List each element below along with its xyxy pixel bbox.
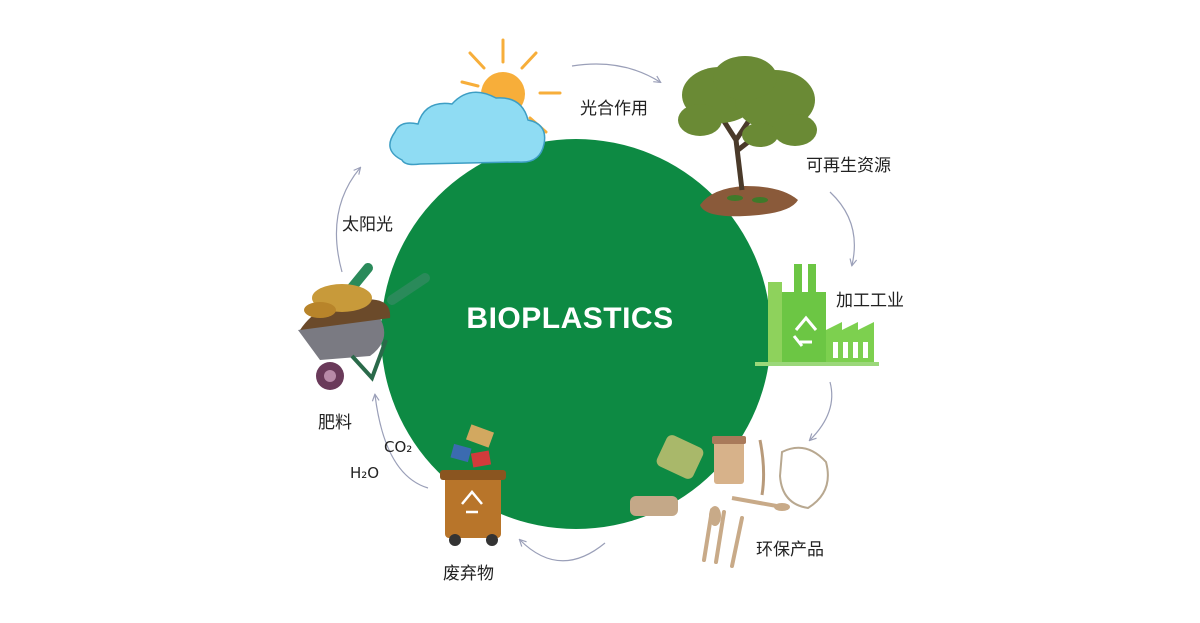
label-photosynthesis: 光合作用: [580, 99, 648, 119]
label-waste: 废弃物: [443, 564, 494, 584]
label-renewable-resources: 可再生资源: [806, 156, 891, 176]
label-sunlight: 太阳光: [342, 215, 393, 235]
label-co2: CO₂: [384, 438, 413, 456]
arrow-tree-to-factory: [829, 191, 854, 265]
wheelbarrow-icon: [298, 263, 430, 390]
label-eco-products: 环保产品: [756, 540, 824, 560]
label-fertilizer: 肥料: [318, 413, 352, 433]
center-label: BIOPLASTICS: [466, 302, 674, 335]
arrow-photosynthesis-to-tree: [571, 63, 660, 82]
cloud-icon: [389, 91, 546, 166]
eco-products-icon: [630, 435, 829, 568]
label-h2o: H₂O: [350, 464, 380, 482]
cycle-arrows: [335, 63, 854, 562]
arrow-waste-to-fertilizer: [375, 395, 429, 489]
arrow-factory-to-products: [810, 381, 833, 440]
factory-icon: [755, 264, 879, 366]
arrow-products-to-waste: [520, 540, 606, 562]
label-processing-industry: 加工工业: [836, 291, 904, 311]
waste-bin-icon: [440, 424, 506, 546]
arrow-fertilizer-to-sun: [335, 168, 360, 273]
tree-icon: [678, 56, 817, 217]
